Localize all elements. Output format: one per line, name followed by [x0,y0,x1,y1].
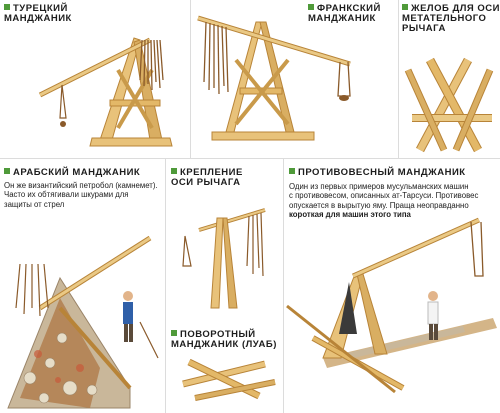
bullet-square-icon [171,168,177,174]
panel-description: Он же византийский петробол (камнемет). … [4,181,158,209]
counterweight-manjaniq-illustration [286,217,497,394]
panel-title: ЖЕЛОБ ДЛЯ ОСИ МЕТАТЕЛЬНОГО РЫЧАГА [402,3,500,34]
divider [165,158,166,413]
panel-title: АРАБСКИЙ МАНДЖАНИК [4,168,140,178]
panel-description: Один из первых примеров мусульманских ма… [289,182,479,219]
trough-illustration [404,57,494,153]
panel-title: ТУРЕЦКИЙ МАНДЖАНИК [4,3,72,24]
frankish-manjaniq-illustration [197,15,351,141]
bullet-square-icon [402,4,408,10]
panel-arabic-manjaniq: АРАБСКИЙ МАНДЖАНИК Он же византийский пе… [0,158,165,413]
panel-axle-trough: ЖЕЛОБ ДЛЯ ОСИ МЕТАТЕЛЬНОГО РЫЧАГА [398,0,500,158]
panel-title: ФРАНКСКИЙ МАНДЖАНИК [308,3,381,24]
panel-title: ПРОТИВОВЕСНЫЙ МАНДЖАНИК [289,168,466,178]
arabic-manjaniq-illustration [7,235,159,409]
bullet-square-icon [308,4,314,10]
axle-mount-illustration [182,208,276,401]
divider [283,158,284,413]
divider [398,0,399,158]
panel-axle-mount: КРЕПЛЕНИЕ ОСИ РЫЧАГА ПОВОРОТНЫЙ МАНДЖАНИ… [165,158,283,413]
panel-frankish-manjaniq: ФРАНКСКИЙ МАНДЖАНИК [190,0,398,158]
bullet-square-icon [171,330,177,336]
bullet-square-icon [4,168,10,174]
panel-turkish-manjaniq: ТУРЕЦКИЙ МАНДЖАНИК [0,0,190,158]
panel-title: КРЕПЛЕНИЕ ОСИ РЫЧАГА [171,167,243,188]
bullet-square-icon [289,168,295,174]
divider [190,0,191,158]
panel-title: ПОВОРОТНЫЙ МАНДЖАНИК (ЛУАБ) [171,329,277,350]
turkish-manjaniq-illustration [38,37,173,147]
bullet-square-icon [4,4,10,10]
panel-counterweight-manjaniq: ПРОТИВОВЕСНЫЙ МАНДЖАНИК Один из первых п… [283,158,500,413]
divider [0,158,500,159]
